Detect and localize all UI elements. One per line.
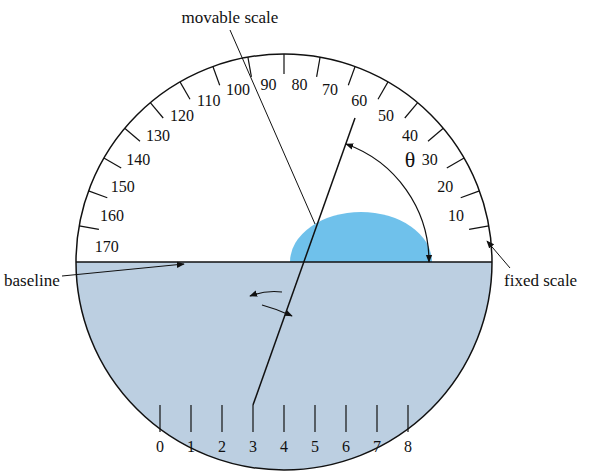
- angle-tick: [447, 158, 464, 168]
- scale-number: 120: [170, 108, 194, 124]
- scale-number: 10: [448, 208, 464, 224]
- scale-number: 7: [373, 439, 381, 455]
- scale-number: 8: [404, 439, 412, 455]
- scale-number: 1: [187, 439, 195, 455]
- scale-number: 80: [292, 77, 308, 93]
- angle-tick: [317, 57, 321, 77]
- movable-scale-line: [253, 118, 355, 405]
- part-label: baseline: [4, 272, 60, 289]
- scale-number: 6: [342, 439, 350, 455]
- linear-tick: [376, 405, 377, 432]
- scale-ticks: [79, 54, 489, 432]
- scale-number: 170: [95, 239, 119, 255]
- angle-tick: [428, 128, 443, 141]
- scale-number: 90: [261, 77, 277, 93]
- scale-number: 5: [311, 439, 319, 455]
- scale-number: 20: [437, 179, 453, 195]
- leader-line: [230, 30, 315, 224]
- linear-tick: [221, 405, 222, 432]
- angle-tick: [79, 226, 99, 230]
- scale-number: 2: [218, 439, 226, 455]
- scale-number: 140: [126, 152, 150, 168]
- scale-number: 0: [156, 439, 164, 455]
- scale-number: 130: [146, 128, 170, 144]
- angle-tick: [150, 103, 163, 118]
- angle-tick: [348, 67, 355, 86]
- angle-tick: [125, 128, 140, 141]
- linear-tick: [252, 405, 253, 432]
- scale-number: 70: [322, 82, 338, 98]
- linear-tick: [190, 405, 191, 432]
- leader-line: [62, 264, 184, 276]
- angle-tick: [213, 67, 220, 86]
- linear-tick: [345, 405, 346, 432]
- angle-tick: [378, 82, 388, 99]
- rotation-arrow: [262, 305, 292, 316]
- scale-number: 150: [111, 179, 135, 195]
- droplet: [290, 212, 432, 262]
- scale-number: 40: [402, 128, 418, 144]
- scale-number: 110: [197, 93, 220, 109]
- scale-number: 3: [249, 439, 257, 455]
- angle-tick: [180, 82, 190, 99]
- leader-line: [487, 241, 510, 268]
- protractor-outline: [76, 54, 492, 470]
- scale-number: 30: [422, 152, 438, 168]
- scale-number: 4: [280, 439, 288, 455]
- part-label: movable scale: [182, 9, 279, 26]
- angle-tick: [89, 191, 108, 198]
- scale-number: 160: [100, 208, 124, 224]
- angle-tick: [469, 226, 489, 230]
- scale-number: 60: [351, 93, 367, 109]
- linear-tick: [159, 405, 160, 432]
- scale-number: 100: [226, 82, 250, 98]
- linear-tick: [314, 405, 315, 432]
- angle-tick: [461, 191, 480, 198]
- lower-half-disc: [76, 262, 492, 470]
- angle-tick: [405, 103, 418, 118]
- rotation-arrow: [250, 292, 282, 297]
- linear-tick: [283, 405, 284, 432]
- linear-tick: [407, 405, 408, 432]
- scale-number: 50: [378, 108, 394, 124]
- angle-tick: [104, 158, 121, 168]
- angle-tick: [283, 54, 284, 74]
- angle-arc: [346, 144, 429, 262]
- part-label: fixed scale: [504, 272, 577, 289]
- angle-symbol: θ: [405, 149, 416, 171]
